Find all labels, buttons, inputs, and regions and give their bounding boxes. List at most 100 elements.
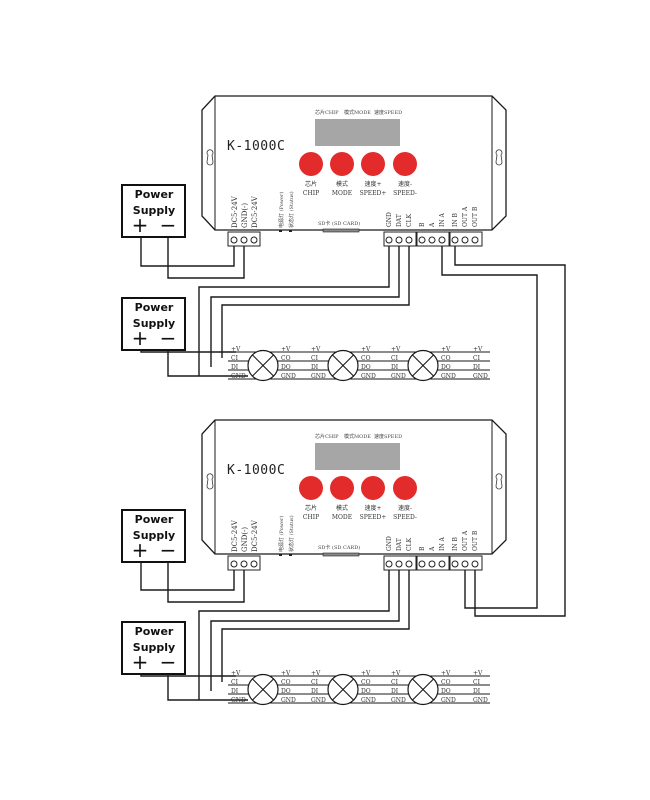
chip-label-en: CHIP: [303, 190, 319, 197]
wire-psu1-plus: [140, 237, 235, 267]
signal-terminal-label: CLK: [406, 537, 413, 551]
pin-label-in: CI: [311, 679, 319, 686]
pin-label-in: CI: [391, 679, 399, 686]
screw-terminal[interactable]: [451, 236, 459, 244]
pin-label-out: GND: [441, 697, 456, 704]
mode-button[interactable]: [330, 476, 354, 500]
pin-label-in: DI: [391, 688, 399, 695]
psu-label-line1: Power: [135, 513, 174, 526]
screw-terminal[interactable]: [240, 236, 248, 244]
bus-terminal-label: IN A: [439, 536, 446, 551]
wire-psu1-minus: [167, 237, 245, 279]
chip-button[interactable]: [299, 152, 323, 176]
chip-button[interactable]: [299, 476, 323, 500]
psu-label-line2: Supply: [133, 204, 175, 217]
wires: [140, 237, 566, 701]
power-terminal-label: DC5-24V: [231, 195, 239, 228]
psu-label-line2: Supply: [133, 641, 175, 654]
screw-terminal[interactable]: [250, 236, 258, 244]
screw-terminal[interactable]: [385, 560, 393, 568]
bus-terminal-label: OUT A: [462, 206, 469, 227]
bus-terminal-label: OUT B: [472, 530, 479, 551]
screw-terminal[interactable]: [418, 236, 426, 244]
screw-terminal[interactable]: [418, 560, 426, 568]
pixel-lamp: [327, 673, 359, 706]
status-led: [289, 230, 292, 232]
mode-button[interactable]: [330, 152, 354, 176]
bus-terminal-label: OUT B: [472, 206, 479, 227]
signal-terminal-block: [383, 231, 417, 247]
pin-label-in: +V: [231, 346, 241, 353]
chip-label-en: CHIP: [303, 514, 319, 521]
mount-hole-icon: [206, 473, 214, 490]
display-header-speed: 速度SPEED: [374, 433, 402, 440]
screw-terminal[interactable]: [428, 560, 436, 568]
wire-psu3-minus: [167, 562, 245, 603]
pin-label-out: +V: [281, 346, 291, 353]
mode-label-cn: 模式: [336, 180, 348, 188]
power-supply-1: Power Supply + −: [121, 184, 186, 238]
pin-label-in: GND: [231, 697, 246, 704]
screw-terminal[interactable]: [451, 560, 459, 568]
pixel-lamp: [247, 349, 279, 382]
chip-label-cn: 芯片: [305, 504, 317, 512]
display-header-mode: 模式MODE: [344, 433, 371, 440]
screw-terminal[interactable]: [230, 236, 238, 244]
speed-down-button[interactable]: [393, 476, 417, 500]
model-label: K-1000C: [227, 463, 285, 478]
screw-terminal[interactable]: [461, 236, 469, 244]
pin-label-out: GND: [281, 373, 296, 380]
screw-terminal[interactable]: [395, 560, 403, 568]
bus-terminal-label: A: [429, 546, 436, 552]
pin-label-in: CI: [231, 679, 239, 686]
screw-terminal[interactable]: [428, 236, 436, 244]
bus-terminal-label: IN B: [452, 536, 459, 551]
pin-label-out: GND: [361, 697, 376, 704]
screw-terminal[interactable]: [385, 236, 393, 244]
bus-terminal-block-2: [449, 555, 483, 571]
signal-terminal-label: GND: [386, 212, 393, 227]
pixel-lamp: [407, 673, 439, 706]
sd-card-slot[interactable]: [322, 552, 360, 557]
pin-label-in: CI: [473, 679, 481, 686]
screw-terminal[interactable]: [461, 560, 469, 568]
speed-down-label-cn: 速度-: [398, 504, 412, 512]
screw-terminal[interactable]: [471, 236, 479, 244]
bus-terminal-label: OUT A: [462, 530, 469, 551]
wire-psu2-minus: [167, 350, 248, 377]
display-header-mode: 模式MODE: [344, 109, 371, 116]
pin-label-in: +V: [473, 346, 483, 353]
screw-terminal[interactable]: [240, 560, 248, 568]
pin-label-out: GND: [361, 373, 376, 380]
pixel-lamp: [247, 673, 279, 706]
psu-label-line1: Power: [135, 301, 174, 314]
pin-label-out: CO: [441, 679, 451, 686]
speed-up-button[interactable]: [361, 476, 385, 500]
screw-terminal[interactable]: [230, 560, 238, 568]
screw-terminal[interactable]: [395, 236, 403, 244]
wire-psu4-plus: [140, 674, 236, 677]
screw-terminal[interactable]: [438, 236, 446, 244]
display-header-chip: 芯片CHIP: [315, 433, 339, 440]
speed-down-button[interactable]: [393, 152, 417, 176]
pin-label-in: GND: [473, 697, 488, 704]
sd-card-slot[interactable]: [322, 228, 360, 233]
screw-terminal[interactable]: [438, 560, 446, 568]
pin-label-out: +V: [441, 346, 451, 353]
pin-label-out: +V: [441, 670, 451, 677]
minus-icon: −: [160, 213, 177, 237]
screw-terminal[interactable]: [471, 560, 479, 568]
pin-label-in: CI: [473, 355, 481, 362]
pin-label-out: DO: [441, 688, 451, 695]
pin-label-out: GND: [441, 373, 456, 380]
mount-hole-icon: [495, 473, 503, 490]
screw-terminal[interactable]: [405, 236, 413, 244]
speed-up-button[interactable]: [361, 152, 385, 176]
screw-terminal[interactable]: [405, 560, 413, 568]
signal-terminal-label: CLK: [406, 213, 413, 227]
plus-icon: +: [132, 213, 149, 237]
power-indicator-label: 电源灯 (Power): [278, 192, 285, 228]
screw-terminal[interactable]: [250, 560, 258, 568]
power-terminal-block: [227, 555, 261, 571]
